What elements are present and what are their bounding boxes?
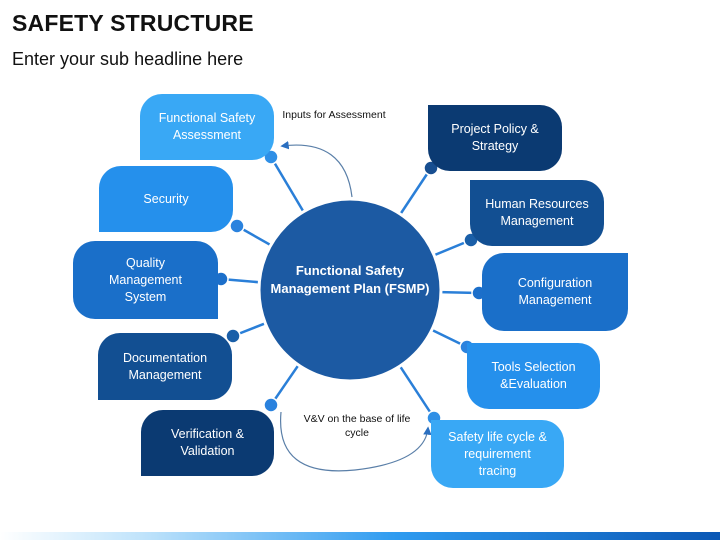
node-safety-life-cycle: Safety life cycle & requirement tracing (431, 420, 564, 488)
node-configuration-management: Configuration Management (482, 253, 628, 331)
node-label: Safety life cycle & requirement tracing (448, 429, 547, 478)
node-label: Human Resources Management (485, 197, 589, 228)
node-project-policy-strategy: Project Policy & Strategy (428, 105, 562, 171)
node-documentation-management: Documentation Management (98, 333, 232, 400)
node-security: Security (99, 166, 233, 232)
node-label: Documentation Management (122, 350, 208, 382)
inputs-for-assessment-note: Inputs for Assessment (282, 109, 386, 121)
node-label: Configuration Management (517, 276, 593, 307)
vv-life-cycle-note: V&V on the base of life cycle (303, 413, 411, 439)
node-label: Tools Selection &Evaluation (491, 360, 576, 391)
center-label: Functional Safety Management Plan (FSMP) (270, 263, 430, 296)
node-label: Quality Management System (109, 255, 182, 304)
bottom-accent-bar (0, 532, 720, 540)
page-subtitle: Enter your sub headline here (12, 49, 244, 69)
node-label: Verification & Validation (171, 427, 244, 458)
node-verification-validation: Verification & Validation (141, 410, 274, 476)
page-title: SAFETY STRUCTURE (12, 10, 254, 36)
node-human-resources-management: Human Resources Management (470, 180, 604, 246)
node-label: Functional Safety Assessment (158, 111, 256, 142)
center-circle (257, 197, 443, 383)
node-label: Security (143, 191, 189, 206)
node-functional-safety-assessment: Functional Safety Assessment (140, 94, 274, 160)
node-label: Project Policy & Strategy (451, 122, 539, 153)
node-quality-management-system: Quality Management System (73, 241, 218, 319)
node-tools-selection-evaluation: Tools Selection &Evaluation (467, 343, 600, 409)
